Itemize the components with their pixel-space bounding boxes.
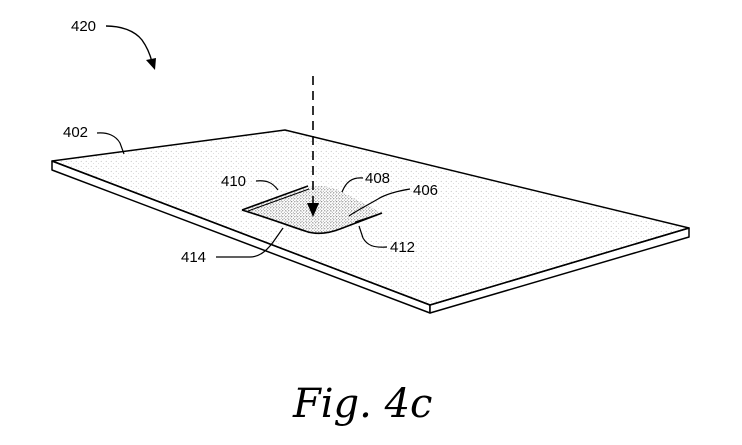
ref-label-406: 406 <box>413 182 438 199</box>
ref-label-414: 414 <box>181 249 206 266</box>
recess-back-left-edge-inner <box>247 188 310 212</box>
press-direction-arrowhead <box>307 203 319 217</box>
ref-410-leader <box>255 180 279 191</box>
ref-label-420: 420 <box>71 18 96 35</box>
ref-label-402: 402 <box>63 124 88 141</box>
recess-front-edge <box>241 209 383 235</box>
ref-label-408: 408 <box>365 170 390 187</box>
ref-412-leader <box>358 225 388 248</box>
ref-label-412: 412 <box>390 239 415 256</box>
ref-408-leader <box>341 177 364 193</box>
ref-402-leader <box>96 132 125 155</box>
figure-caption: Fig. 4c <box>292 381 432 427</box>
ref-406-leader <box>348 188 411 217</box>
ref-label-410: 410 <box>221 173 246 190</box>
ref-420-leader <box>105 25 153 63</box>
recess-back-left-edge <box>241 185 309 211</box>
ref-420-arrowhead <box>146 58 156 70</box>
recess-right-edge <box>354 212 383 223</box>
ref-414-leader <box>216 227 284 258</box>
